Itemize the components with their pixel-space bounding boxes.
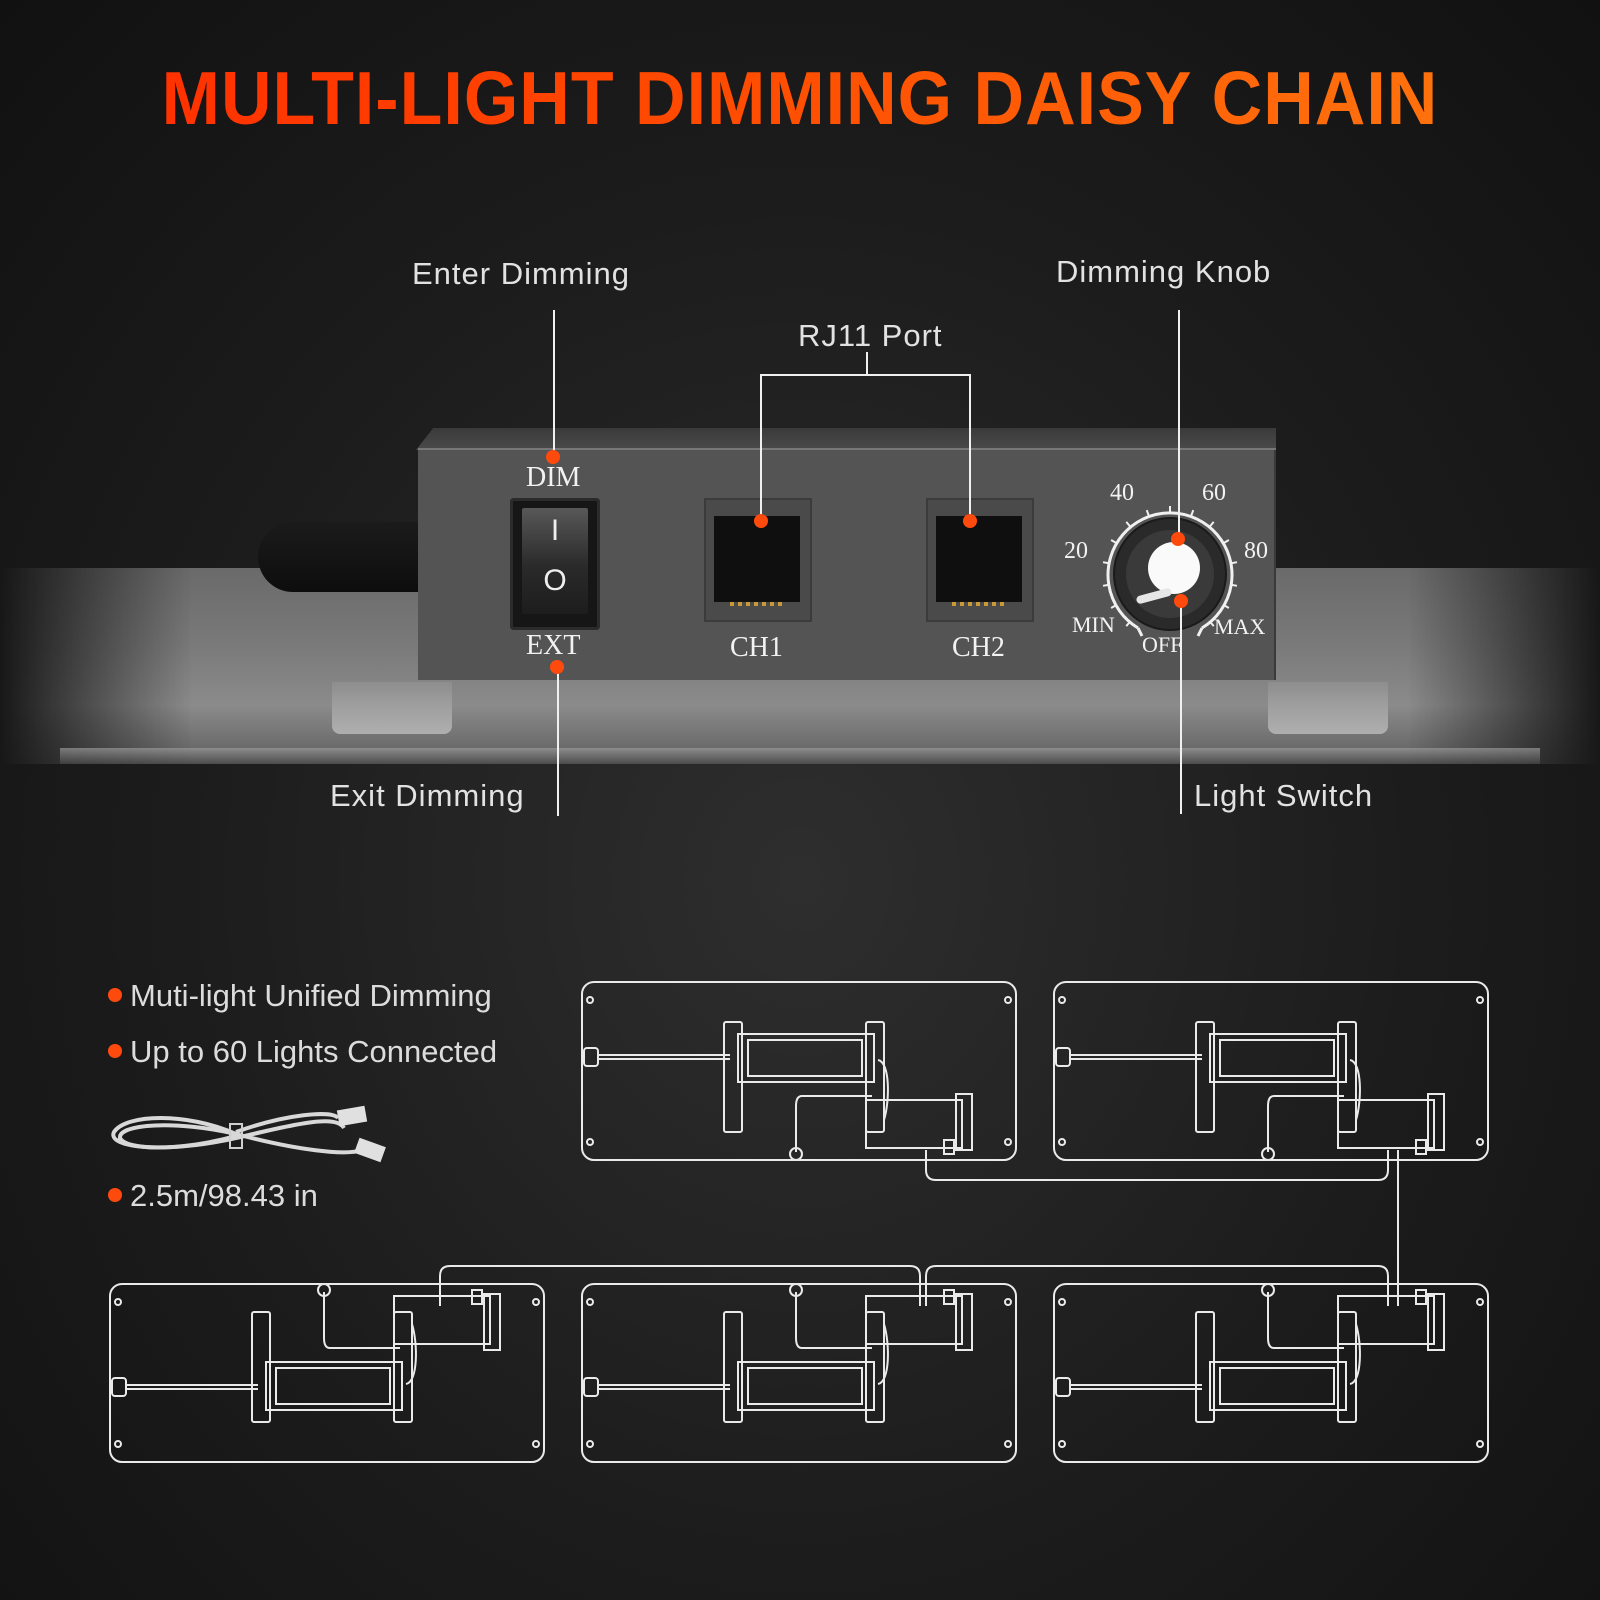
mounting-foot-left [332,682,452,734]
mounting-foot-right [1268,682,1388,734]
leader-rj11-bar [760,374,970,376]
switch-label-ext: EXT [526,630,581,661]
leader-rj11-ch2 [969,374,971,520]
marker-light-switch [1174,594,1188,608]
knob-scale-40: 40 [1110,480,1134,506]
feature-item-cable-length: 2.5m/98.43 in [108,1178,318,1214]
callout-enter-dimming: Enter Dimming [412,256,630,291]
feature-item-unified-dimming: Muti-light Unified Dimming [108,978,492,1014]
switch-off-symbol: O [543,564,567,597]
light-fixture-5 [1053,1283,1489,1463]
rj11-cable-icon [111,1105,386,1163]
page-title: MULTI-LIGHT DIMMING DAISY CHAIN [0,55,1600,141]
marker-dim [546,450,560,464]
shelf-edge [60,748,1540,764]
marker-knob [1171,532,1185,546]
feature-item-lights-connected: Up to 60 Lights Connected [108,1034,497,1070]
dim-ext-rocker-switch[interactable]: I O [510,498,600,630]
knob-scale-80: 80 [1244,538,1268,564]
knob-scale-max: MAX [1214,614,1266,639]
leader-exit-dimming [557,666,559,816]
rj11-port-ch2[interactable] [926,498,1034,622]
callout-dimming-knob: Dimming Knob [1056,254,1272,289]
light-fixture-4 [581,1283,1017,1463]
rj11-port-ch1[interactable] [704,498,812,622]
leader-dimming-knob [1178,310,1180,536]
port-label-ch1: CH1 [730,632,783,663]
power-cable [258,522,418,592]
light-fixture-1 [581,981,1017,1161]
controller-top [416,428,1276,450]
switch-label-dim: DIM [526,462,581,493]
bullet-dot-icon [108,987,122,1002]
bullet-dot-icon [108,1187,122,1202]
leader-enter-dimming [553,310,555,456]
bullet-dot-icon [108,1043,122,1058]
switch-on-symbol: I [550,514,560,547]
knob-scale-min: MIN [1072,612,1115,637]
knob-scale-20: 20 [1064,538,1088,564]
leader-rj11-ch1 [760,374,762,520]
light-fixture-2 [1053,981,1489,1161]
callout-light-switch: Light Switch [1194,778,1374,813]
knob-dial-icon [1102,506,1238,637]
light-fixture-3 [109,1283,545,1463]
dimming-knob[interactable] [1098,502,1242,646]
marker-ch2 [963,514,977,528]
leader-rj11-stem [866,352,868,374]
leader-light-switch [1180,602,1182,814]
port-label-ch2: CH2 [952,632,1005,663]
knob-scale-60: 60 [1202,480,1226,506]
marker-ch1 [754,514,768,528]
callout-rj11-port: RJ11 Port [798,318,943,353]
knob-scale-off: OFF [1142,632,1183,657]
marker-ext [550,660,564,674]
callout-exit-dimming: Exit Dimming [330,778,525,813]
